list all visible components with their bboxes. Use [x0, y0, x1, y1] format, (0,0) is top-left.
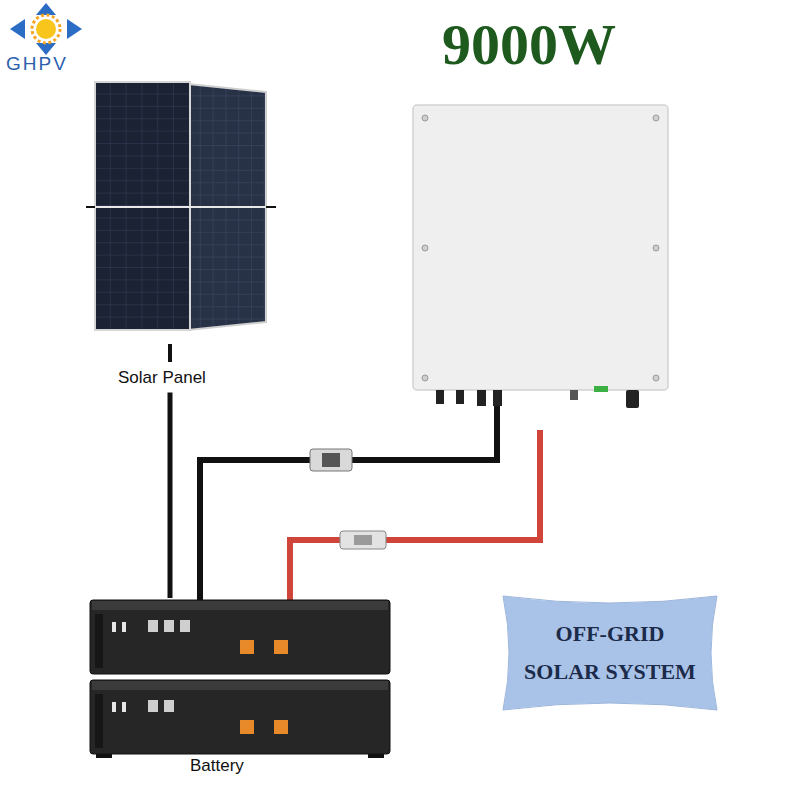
port [164, 700, 174, 712]
terminal [274, 640, 288, 654]
indicator [122, 702, 126, 712]
logo-icon [10, 3, 82, 55]
screw [422, 375, 428, 381]
indicator [122, 622, 126, 632]
text-group: Solar Panel [118, 368, 276, 388]
solar-panel-illustration [86, 82, 276, 362]
screw [653, 245, 659, 251]
panel-lead [168, 344, 172, 362]
dc-connector [477, 390, 486, 406]
foot [368, 754, 384, 758]
screw [422, 245, 428, 251]
label-box: GHPV [6, 53, 68, 76]
logo-arrow [36, 3, 56, 15]
battery-pack: Battery [88, 598, 392, 780]
port [164, 620, 174, 632]
battery-wires [200, 406, 540, 600]
battery-illustration [90, 600, 390, 758]
terminal-block [594, 386, 608, 392]
port [148, 700, 158, 712]
panel-tick [266, 206, 276, 208]
port [570, 390, 578, 400]
ac-gland [626, 390, 639, 408]
fuse [354, 535, 372, 545]
pillow-shape [497, 590, 723, 716]
logo-rays [32, 15, 60, 43]
wire-connector [168, 392, 173, 598]
node-text: Solar Panel [118, 368, 276, 388]
fuse [322, 453, 340, 467]
logo-arrow [67, 19, 82, 39]
text-group: Battery [190, 756, 392, 776]
title: 9000W [442, 10, 616, 80]
fuse-holder [340, 531, 386, 549]
module-lid [92, 681, 388, 690]
screw [653, 375, 659, 381]
title-box: 9000W [442, 10, 616, 80]
system-label: OFF-GRID SOLAR SYSTEM [497, 590, 723, 716]
text-group: OFF-GRID SOLAR SYSTEM [520, 615, 700, 692]
terminal [240, 720, 254, 734]
screw [653, 115, 659, 121]
terminal [240, 640, 254, 654]
port [180, 620, 190, 632]
inverter-illustration [413, 105, 668, 408]
battery-module [90, 600, 390, 674]
inverter-housing [413, 105, 668, 390]
logo-text: GHPV [6, 53, 68, 76]
terminal [274, 720, 288, 734]
indicator [112, 622, 116, 632]
panel-split [95, 206, 266, 208]
logo-sun [36, 19, 56, 39]
indicator [112, 702, 116, 712]
logo-arrow [10, 19, 25, 39]
module-lid [92, 601, 388, 610]
panel-tick [86, 206, 95, 208]
negative-wire [200, 406, 497, 600]
dc-connector [456, 390, 464, 404]
battery-module [90, 680, 390, 754]
node-text: OFF-GRID SOLAR SYSTEM [520, 615, 700, 692]
handle [95, 614, 103, 668]
node-text: Battery [190, 756, 392, 776]
dc-connector [493, 390, 502, 406]
positive-wire [290, 430, 540, 600]
pillow-fill [503, 596, 717, 710]
handle [95, 694, 103, 748]
fuse-holder [310, 449, 352, 471]
solar-panel: Solar Panel [92, 78, 276, 392]
screw [422, 115, 428, 121]
dc-connector [436, 390, 444, 404]
foot [96, 754, 112, 758]
port [148, 620, 158, 632]
